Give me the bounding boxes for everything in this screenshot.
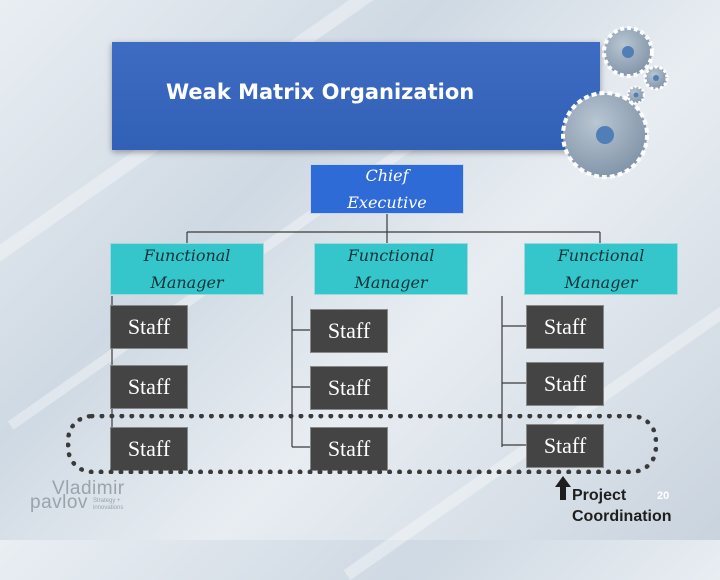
project-coordination-line2: Coordination [572,506,712,527]
functional-manager-line1: Functional [144,242,231,269]
project-coordination-label: Project Coordination [572,485,712,527]
chief-executive-line2: Executive [347,189,427,216]
logo-tagline-1: Strategy + [93,498,153,505]
logo-tagline-2: innovations [93,505,153,512]
project-coordination-loop [66,414,658,474]
up-arrow-icon [553,474,573,502]
functional-manager-line1: Functional [558,242,645,269]
staff-box: Staff [310,366,388,410]
chief-executive-line1: Chief [365,162,408,189]
chief-executive-box: Chief Executive [310,164,464,214]
staff-box: Staff [110,305,188,349]
page-number: 20 [657,490,669,502]
functional-manager-box: Functional Manager [314,243,468,295]
logo-name-2: pavlov [30,492,88,514]
staff-box: Staff [526,362,604,406]
functional-manager-line2: Manager [150,269,223,296]
logo-tagline: Strategy + innovations [93,498,153,512]
functional-manager-line1: Functional [348,242,435,269]
staff-box: Staff [110,365,188,409]
functional-manager-box: Functional Manager [110,243,264,295]
functional-manager-box: Functional Manager [524,243,678,295]
staff-box: Staff [310,309,388,353]
project-coordination-line1: Project [572,485,712,506]
functional-manager-line2: Manager [564,269,637,296]
staff-box: Staff [526,305,604,349]
functional-manager-line2: Manager [354,269,427,296]
